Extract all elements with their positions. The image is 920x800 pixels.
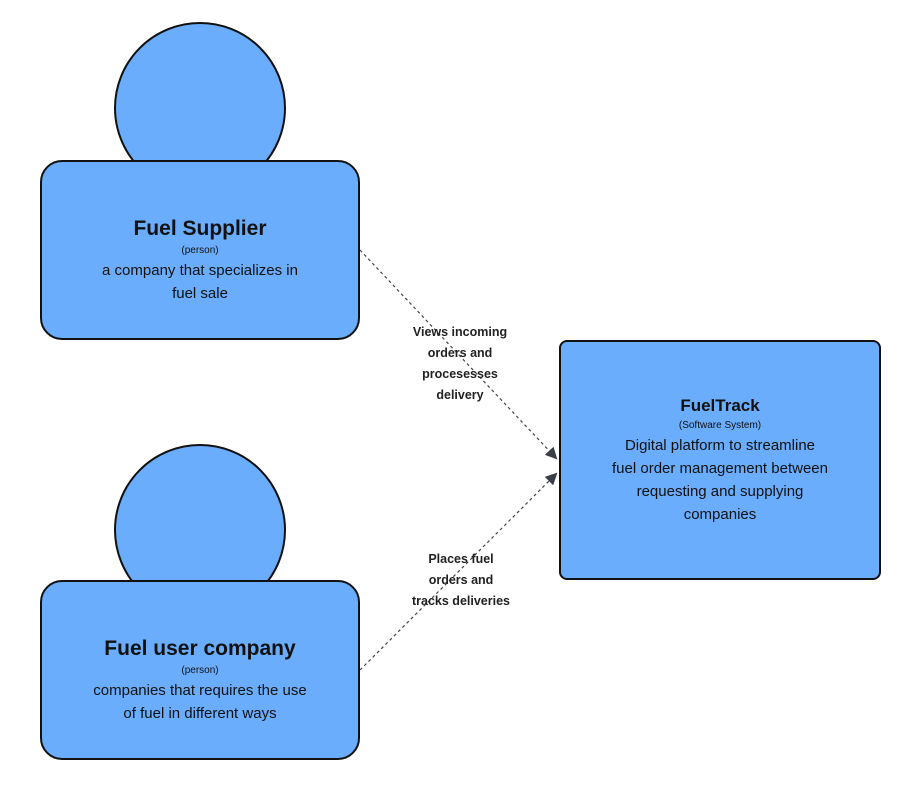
user-company-title: Fuel user company	[104, 636, 296, 660]
user-company-edge-label: Places fuel orders and tracks deliveries	[412, 552, 510, 608]
user-company-description: companies that requires the use of fuel …	[93, 681, 307, 722]
system-title: FuelTrack	[680, 395, 760, 415]
supplier-description: a company that specializes in fuel sale	[102, 261, 298, 302]
supplier-edge-label: Views incoming orders and procesesses de…	[412, 325, 508, 402]
supplier-tag: (person)	[181, 244, 219, 256]
user-company-person-node[interactable]: Fuel user company (person) companies tha…	[40, 580, 360, 760]
user-company-tag: (person)	[181, 664, 219, 676]
user-to-system-arrow	[359, 472, 558, 671]
system-description: Digital platform to streamline fuel orde…	[612, 436, 828, 523]
system-tag: (Software System)	[678, 419, 762, 431]
fueltrack-system-node[interactable]: FuelTrack (Software System) Digital plat…	[559, 340, 881, 580]
supplier-title: Fuel Supplier	[133, 216, 267, 240]
supplier-person-node[interactable]: Fuel Supplier (person) a company that sp…	[40, 160, 360, 340]
